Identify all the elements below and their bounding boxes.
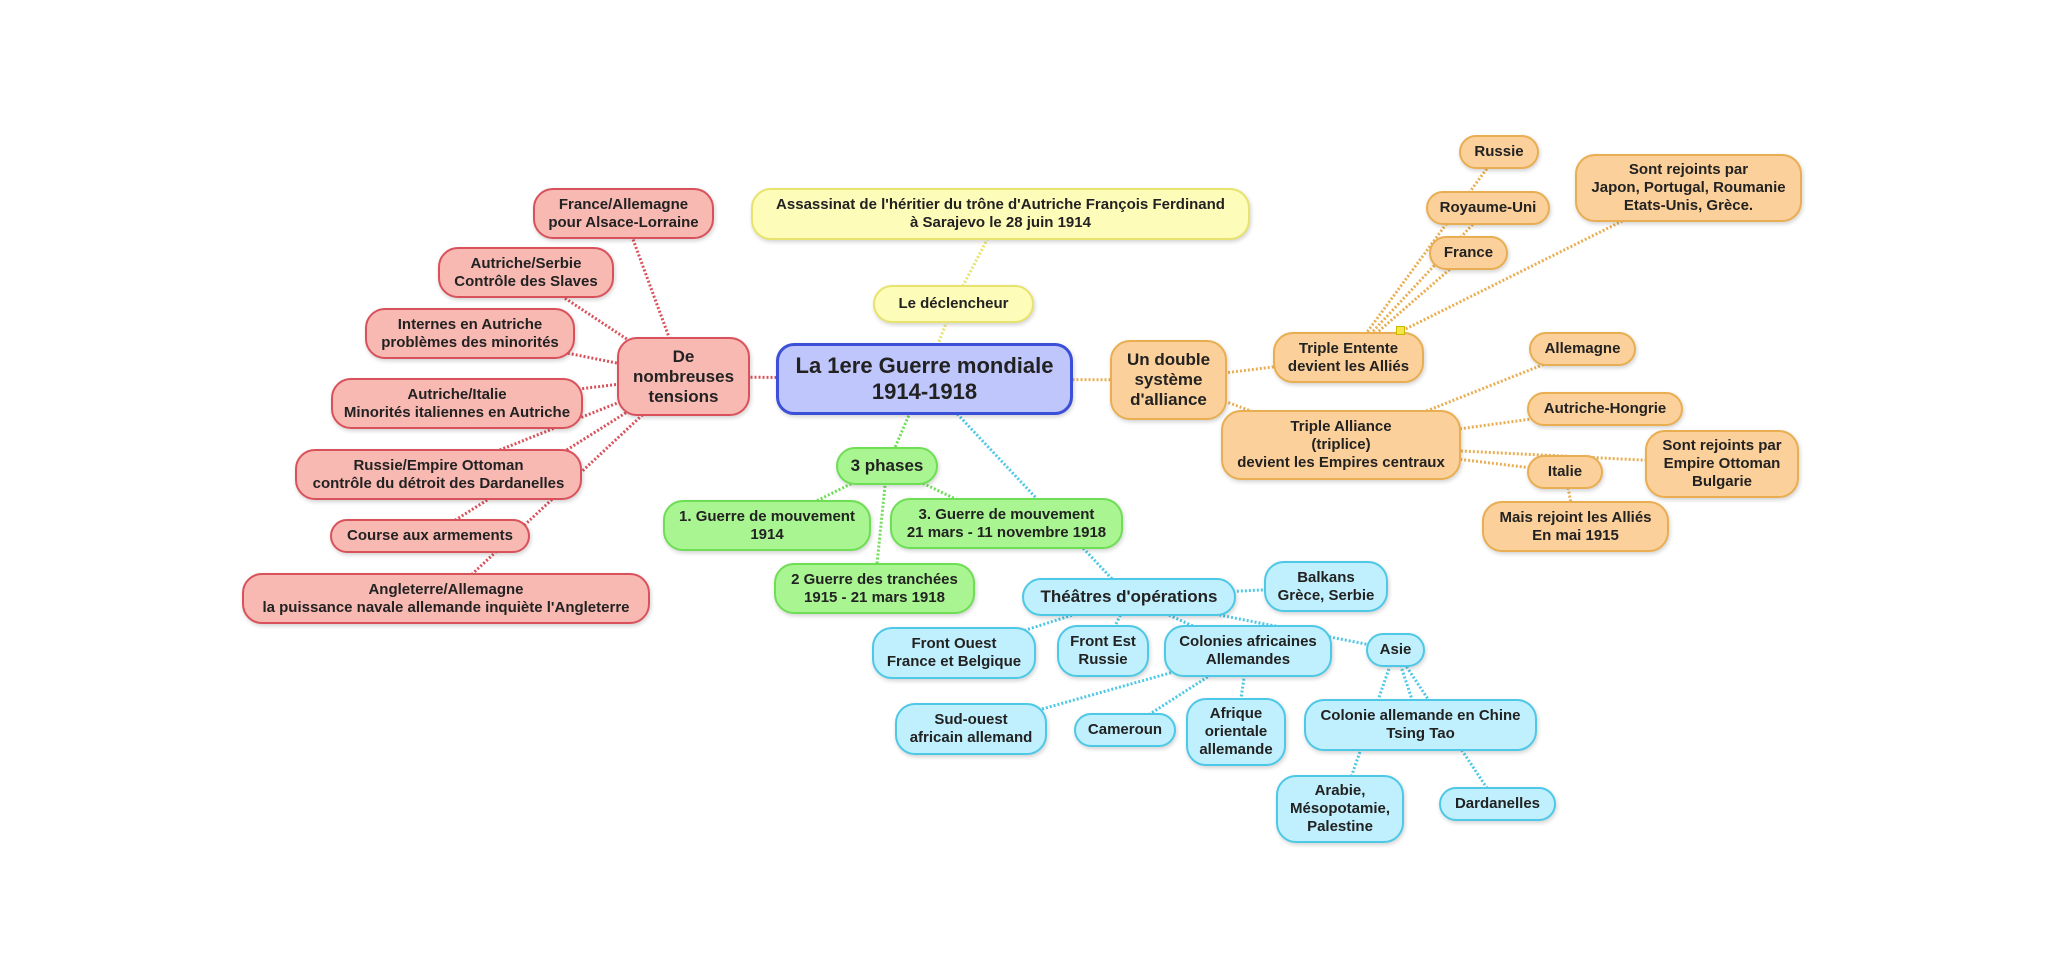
node-sud-ouest-africain[interactable]: Sud-ouest africain allemand <box>895 703 1047 755</box>
node-front-est[interactable]: Front Est Russie <box>1057 625 1149 677</box>
node-tension-angleterre[interactable]: Angleterre/Allemagne la puissance navale… <box>242 573 650 624</box>
connector-russie <box>1347 151 1501 359</box>
connector-france <box>1347 251 1470 359</box>
node-asie[interactable]: Asie <box>1366 633 1425 667</box>
node-tension-alsace[interactable]: France/Allemagne pour Alsace-Lorraine <box>533 188 714 239</box>
node-phase-2[interactable]: 2 Guerre des tranchées 1915 - 21 mars 19… <box>774 563 975 614</box>
connector-phase-2 <box>873 465 889 589</box>
node-colonie-chine[interactable]: Colonie allemande en Chine Tsing Tao <box>1304 699 1537 751</box>
node-tension-internes[interactable]: Internes en Autriche problèmes des minor… <box>365 308 575 359</box>
node-tension-italie[interactable]: Autriche/Italie Minorités italiennes en … <box>331 378 583 429</box>
node-tension-serbie[interactable]: Autriche/Serbie Contrôle des Slaves <box>438 247 614 298</box>
node-dardanelles[interactable]: Dardanelles <box>1439 787 1556 821</box>
node-triple-entente[interactable]: Triple Entente devient les Alliés <box>1273 332 1424 383</box>
node-declencheur[interactable]: Le déclencheur <box>873 285 1034 323</box>
node-italie-allies[interactable]: Mais rejoint les Alliés En mai 1915 <box>1482 501 1669 552</box>
node-alliance[interactable]: Un double système d'alliance <box>1110 340 1227 420</box>
node-allemagne[interactable]: Allemagne <box>1529 332 1636 366</box>
node-balkans[interactable]: Balkans Grèce, Serbie <box>1264 561 1388 612</box>
node-3-phases[interactable]: 3 phases <box>836 447 938 485</box>
node-tension-ottoman[interactable]: Russie/Empire Ottoman contrôle du détroi… <box>295 449 582 500</box>
node-center[interactable]: La 1ere Guerre mondiale 1914-1918 <box>776 343 1073 415</box>
node-phase-1[interactable]: 1. Guerre de mouvement 1914 <box>663 500 871 551</box>
selection-handle-icon[interactable] <box>1396 326 1405 335</box>
node-afrique-orientale[interactable]: Afrique orientale allemande <box>1186 698 1286 766</box>
node-phase-3[interactable]: 3. Guerre de mouvement 21 mars - 11 nove… <box>890 498 1123 549</box>
node-arabie[interactable]: Arabie, Mésopotamie, Palestine <box>1276 775 1404 843</box>
node-tension-armements[interactable]: Course aux armements <box>330 519 530 553</box>
node-theatres[interactable]: Théâtres d'opérations <box>1022 578 1236 616</box>
node-assassinat[interactable]: Assassinat de l'héritier du trône d'Autr… <box>751 188 1250 240</box>
node-colonies-africaines[interactable]: Colonies africaines Allemandes <box>1164 625 1332 677</box>
node-italie[interactable]: Italie <box>1527 455 1603 489</box>
node-front-ouest[interactable]: Front Ouest France et Belgique <box>872 627 1036 679</box>
node-autriche-hongrie[interactable]: Autriche-Hongrie <box>1527 392 1683 426</box>
node-france[interactable]: France <box>1429 236 1508 270</box>
node-russie[interactable]: Russie <box>1459 135 1539 169</box>
node-rejoints-allies[interactable]: Sont rejoints par Japon, Portugal, Rouma… <box>1575 154 1802 222</box>
node-tensions[interactable]: De nombreuses tensions <box>617 337 750 416</box>
connector-theatres <box>923 377 1131 599</box>
node-royaume-uni[interactable]: Royaume-Uni <box>1426 191 1550 225</box>
node-cameroun[interactable]: Cameroun <box>1074 713 1176 747</box>
node-triple-alliance[interactable]: Triple Alliance (triplice) devient les E… <box>1221 410 1461 480</box>
node-rejoints-centraux[interactable]: Sont rejoints par Empire Ottoman Bulgari… <box>1645 430 1799 498</box>
